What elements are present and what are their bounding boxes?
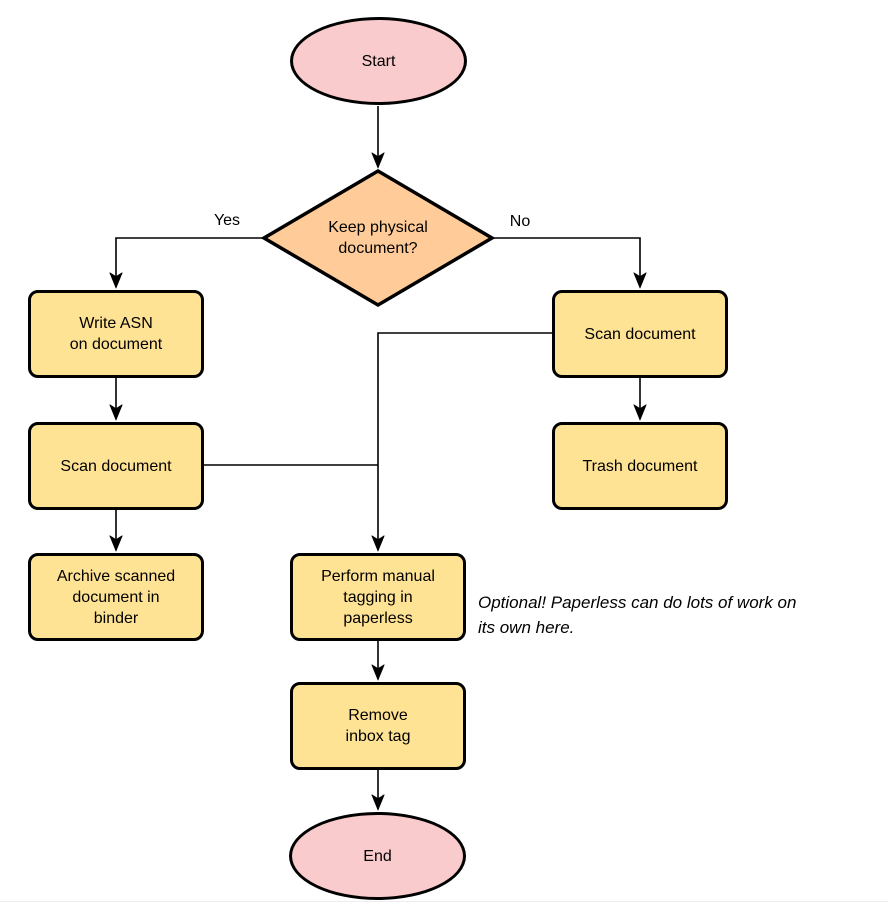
node-perform-tagging-label-line2: tagging in [343, 588, 413, 606]
edge-scan-right-to-perform [378, 332, 552, 550]
node-end: End [289, 812, 466, 900]
optional-note-line1: Optional! Paperless can do lots of work … [478, 593, 797, 612]
node-write-asn-label-line1: Write ASN [79, 315, 153, 332]
node-start: Start [290, 17, 467, 105]
node-scan-document-right: Scan document [552, 290, 728, 378]
optional-note: Optional! Paperless can do lots of work … [478, 590, 888, 640]
node-remove-inbox-tag-label-line1: Remove [348, 707, 408, 724]
node-scan-document-left: Scan document [28, 422, 204, 510]
edge-label-no: No [498, 212, 542, 231]
decision-diamond-shape [260, 168, 496, 308]
node-end-label: End [363, 847, 392, 865]
edge-decision-to-scan-right [492, 237, 640, 287]
node-decision-label-line2: document? [338, 240, 418, 257]
node-perform-tagging-label-line3: paperless [343, 609, 413, 627]
node-write-asn-label-line2: on document [69, 336, 163, 353]
node-remove-inbox-tag: Remove inbox tag [290, 682, 466, 770]
node-archive-binder-label-line2: document in [72, 588, 160, 606]
node-decision: Keep physical document? [264, 171, 492, 305]
node-archive-binder-label-line3: binder [93, 609, 139, 627]
node-archive-binder-label-line1: Archive scanned [56, 567, 176, 585]
node-scan-document-right-label: Scan document [584, 325, 696, 343]
node-perform-tagging: Perform manual tagging in paperless [290, 553, 466, 641]
node-write-asn: Write ASN on document [28, 290, 204, 378]
node-decision-label-line1: Keep physical [328, 219, 428, 236]
page-bottom-divider [0, 901, 888, 902]
node-trash-document: Trash document [552, 422, 728, 510]
edge-decision-to-write-asn [116, 237, 264, 287]
node-remove-inbox-tag-label-line2: inbox tag [345, 728, 411, 745]
node-archive-binder: Archive scanned document in binder [28, 553, 204, 641]
node-scan-document-left-label: Scan document [60, 457, 172, 475]
node-start-label: Start [361, 52, 396, 70]
optional-note-line2: its own here. [478, 618, 575, 637]
node-perform-tagging-label-line1: Perform manual [321, 567, 435, 585]
node-trash-document-label: Trash document [582, 457, 698, 475]
edge-label-yes: Yes [205, 211, 249, 230]
